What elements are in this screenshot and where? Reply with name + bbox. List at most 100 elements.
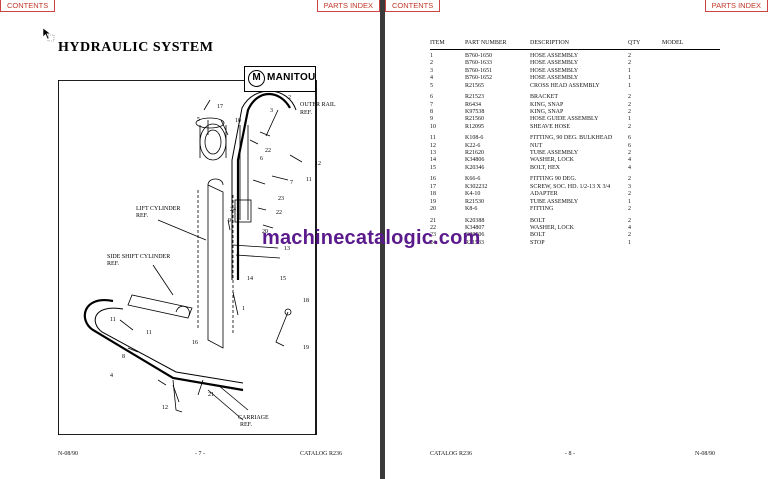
cell-description: HOSE ASSEMBLY — [530, 67, 579, 74]
callout-number: 23 — [278, 196, 284, 202]
page-title: HYDRAULIC SYSTEM — [58, 40, 214, 55]
callout-number: 11 — [306, 177, 312, 183]
cell-part-number: K302232 — [465, 183, 488, 190]
cell-item: 10 — [430, 123, 436, 130]
header-item: ITEM — [430, 40, 445, 46]
cell-qty: 1 — [628, 239, 631, 246]
cell-item: 16 — [430, 176, 436, 183]
cell-description: BRACKET — [530, 94, 559, 101]
cell-item: 15 — [430, 164, 436, 171]
footer-catalog: CATALOG R236 — [300, 451, 343, 457]
cell-item: 17 — [430, 183, 436, 190]
callout-number: 4 — [110, 373, 113, 379]
label-lift-cylinder-ref: REF. — [136, 213, 149, 219]
callout-number: 22 — [265, 148, 271, 154]
cell-qty: 6 — [628, 135, 631, 142]
callout-number: 10 — [235, 118, 241, 124]
cell-qty: 1 — [628, 198, 631, 205]
cell-qty: 1 — [628, 116, 631, 123]
cell-part-number: R21533 — [465, 239, 485, 246]
parts-index-button[interactable]: PARTS INDEX — [704, 0, 768, 12]
callout-number: 14 — [247, 276, 253, 282]
callout-number: 11 — [146, 330, 152, 336]
header-qty: QTY — [628, 40, 641, 46]
cell-part-number: K34806 — [465, 157, 485, 164]
label-carriage: CARRIAGE — [238, 415, 269, 421]
callout-number: 5 — [197, 117, 200, 123]
cell-part-number: K22-6 — [465, 142, 481, 149]
cell-qty: 2 — [628, 94, 631, 101]
cell-part-number: K34807 — [465, 225, 485, 232]
callout-number: 6 — [260, 156, 263, 162]
manitou-logo-mark: M — [248, 70, 265, 87]
contents-button[interactable]: CONTENTS — [385, 0, 441, 12]
footer-page-number: - 8 - — [565, 451, 575, 457]
callout-number: 9 — [228, 218, 231, 224]
cell-item: 8 — [430, 108, 433, 115]
cell-item: 9 — [430, 116, 433, 123]
cell-item: 3 — [430, 67, 433, 74]
footer-page-number: - 7 - — [195, 451, 205, 457]
cell-description: KING, SNAP — [530, 101, 564, 108]
cell-description: FITTING 90 DEG. — [530, 176, 577, 183]
callout-number: 22 — [276, 210, 282, 216]
cell-item: 6 — [430, 94, 433, 101]
label-outer-rail-ref: REF. — [300, 110, 313, 116]
cell-item: 12 — [430, 142, 436, 149]
callout-number: 19 — [303, 345, 309, 351]
cell-item: 7 — [430, 101, 433, 108]
cell-part-number: K97538 — [465, 108, 485, 115]
cell-qty: 2 — [628, 217, 631, 224]
cell-description: FITTING — [530, 206, 554, 213]
mouse-cursor-icon — [42, 27, 55, 42]
cell-qty: 6 — [628, 142, 631, 149]
label-side-shift-ref: REF. — [107, 261, 120, 267]
table-row: 24 R21533 STOP 1 — [430, 240, 720, 247]
cell-part-number: K108-6 — [465, 135, 484, 142]
cell-qty: 1 — [628, 67, 631, 74]
cell-item: 19 — [430, 198, 436, 205]
cell-part-number: R12095 — [465, 123, 485, 130]
cell-item: 20 — [430, 206, 436, 213]
cell-part-number: R6434 — [465, 101, 482, 108]
parts-index-button[interactable]: PARTS INDEX — [316, 0, 380, 12]
cell-description: HOSE ASSEMBLY — [530, 60, 579, 67]
cell-description: ADAPTER — [530, 191, 558, 198]
cell-part-number: K20506 — [465, 232, 485, 239]
cell-description: KING, SNAP — [530, 108, 564, 115]
cell-part-number: K8-6 — [465, 206, 478, 213]
header-description: DESCRIPTION — [530, 40, 570, 46]
cell-qty: 4 — [628, 157, 631, 164]
callout-number: 12 — [162, 405, 168, 411]
cell-qty: 2 — [628, 53, 631, 59]
cell-description: TUBE ASSEMBLY — [530, 198, 579, 205]
left-page: CONTENTS PARTS INDEX HYDRAULIC SYSTEM — [0, 0, 380, 479]
contents-button[interactable]: CONTENTS — [0, 0, 56, 12]
callout-number: 2 — [288, 95, 291, 101]
cell-description: WASHER, LOCK — [530, 157, 575, 164]
callout-number: 13 — [284, 246, 290, 252]
watermark-text: machinecatalogic.com — [262, 227, 481, 249]
cell-item: 24 — [430, 239, 436, 246]
cell-qty: 3 — [628, 183, 631, 190]
callout-number: 18 — [303, 298, 309, 304]
parts-table: ITEM PART NUMBER DESCRIPTION QTY MODEL 1… — [430, 40, 720, 247]
footer-catalog: CATALOG R236 — [430, 451, 473, 457]
cell-description: STOP — [530, 239, 545, 246]
callout-number: 11 — [110, 317, 116, 323]
cell-description: HOSE GUIDE ASSEMBLY — [530, 116, 599, 123]
